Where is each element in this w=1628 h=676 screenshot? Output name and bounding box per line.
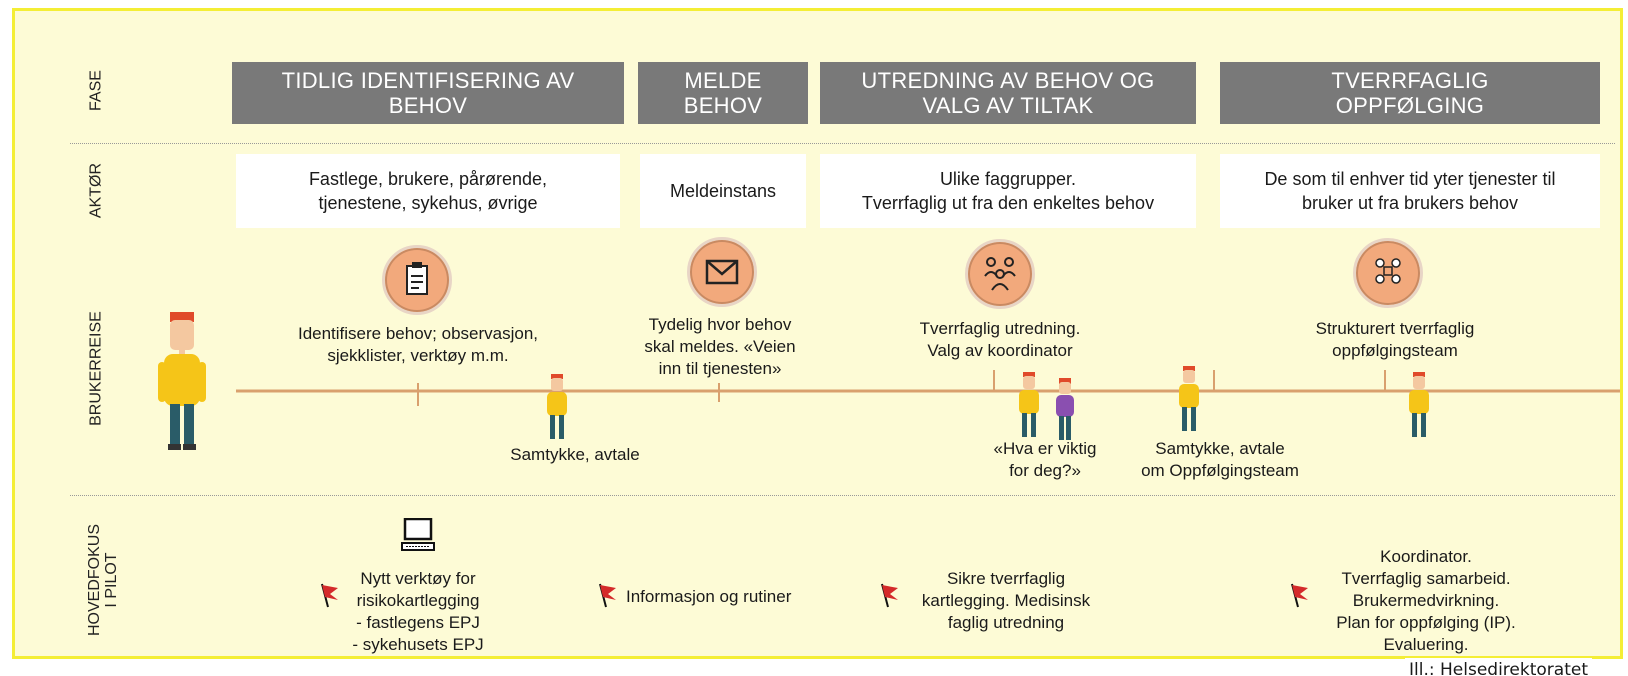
- phase-2-line-1: MELDE: [684, 68, 762, 93]
- phase-4-line-1: TVERRFAGLIG: [1331, 68, 1489, 93]
- journey-below-3-text: Samtykke, avtale om Oppfølgingsteam: [1120, 438, 1320, 482]
- focus-1-line-2: risikokartlegging: [356, 591, 480, 610]
- envelope-icon: [687, 237, 757, 307]
- divider-fase: [70, 143, 1615, 144]
- journey-step-4-line-2: oppfølgingsteam: [1332, 341, 1458, 360]
- journey-step-1-line-1: Identifisere behov; observasjon,: [297, 324, 539, 343]
- journey-step-3-line-2: Valg av koordinator: [927, 341, 1073, 360]
- journey-step-1-line-2: sjekklister, verktøy m.m.: [327, 346, 509, 365]
- actor-3-line-2: Tverrfaglig ut fra den enkeltes behov: [861, 193, 1155, 213]
- flag-icon-4: [1291, 583, 1308, 608]
- small-person-icon-1: [547, 374, 567, 439]
- journey-step-4-line-1: Strukturert tverrfaglig: [1315, 319, 1475, 338]
- actor-4-line-1: De som til enhver tid yter tjenester til: [1264, 169, 1556, 189]
- journey-step-3-line-1: Tverrfaglig utredning.: [919, 319, 1081, 338]
- phase-1-line-1: TIDLIG IDENTIFISERING AV: [281, 68, 575, 93]
- phase-2-line-2: BEHOV: [683, 93, 763, 118]
- phase-3-line-1: UTREDNING AV BEHOV OG: [861, 68, 1155, 93]
- actor-box-4: De som til enhver tid yter tjenester til…: [1220, 154, 1600, 228]
- focus-2-text: Informasjon og rutiner: [626, 587, 792, 606]
- focus-1-text: Nytt verktøy for risikokartlegging - fas…: [338, 568, 498, 656]
- focus-1-line-3: - fastlegens EPJ: [356, 613, 480, 632]
- divider-focus: [70, 495, 1615, 496]
- actor-box-1: Fastlege, brukere, pårørende, tjenestene,…: [236, 154, 620, 228]
- team-icon: [1353, 238, 1423, 308]
- small-person-icon-5: [1409, 372, 1429, 437]
- journey-below-3-line-2: om Oppfølgingsteam: [1141, 461, 1299, 480]
- focus-1-line-1: Nytt verktøy for: [360, 569, 476, 588]
- focus-4-line-4: Plan for oppfølging (IP).: [1336, 613, 1516, 632]
- actor-2-line-1: Meldeinstans: [669, 181, 777, 201]
- journey-below-2-line-2: for deg?»: [1009, 461, 1081, 480]
- flag-icon-2: [599, 583, 616, 608]
- focus-1-line-4: - sykehusets EPJ: [352, 635, 484, 654]
- focus-4-text: Koordinator. Tverrfaglig samarbeid. Bruk…: [1316, 546, 1536, 656]
- actor-1-line-1: Fastlege, brukere, pårørende,: [308, 169, 548, 189]
- small-person-icon-2: [1019, 372, 1039, 437]
- flag-icon-3: [881, 583, 898, 608]
- phase-1-line-2: BEHOV: [388, 93, 468, 118]
- image-credit: Ill.: Helsedirektoratet: [1405, 658, 1592, 676]
- focus-4-line-2: Tverrfaglig samarbeid.: [1341, 569, 1511, 588]
- journey-step-2-line-1: Tydelig hvor behov: [648, 315, 792, 334]
- actor-4-line-2: bruker ut fra brukers behov: [1301, 193, 1519, 213]
- computer-icon: [401, 518, 435, 551]
- journey-below-1-text: Samtykke, avtale: [510, 445, 640, 464]
- small-person-icon-4: [1179, 366, 1199, 431]
- phase-3-line-2: VALG AV TILTAK: [922, 93, 1094, 118]
- actor-box-2: Meldeinstans: [640, 154, 806, 228]
- clipboard-icon: [382, 245, 452, 315]
- journey-below-3-line-1: Samtykke, avtale: [1155, 439, 1285, 458]
- actor-box-3: Ulike faggrupper. Tverrfaglig ut fra den …: [820, 154, 1196, 228]
- journey-step-2-line-2: skal meldes. «Veien: [644, 337, 796, 356]
- phase-4-line-2: OPPFØLGING: [1335, 93, 1485, 118]
- focus-4-line-5: Evaluering.: [1383, 635, 1469, 654]
- actor-1-line-2: tjenestene, sykehus, øvrige: [318, 193, 538, 213]
- small-person-icon-3: [1056, 378, 1074, 440]
- actor-3-line-1: Ulike faggrupper.: [939, 169, 1077, 189]
- journey-step-4-text: Strukturert tverrfaglig oppfølgingsteam: [1275, 318, 1515, 362]
- focus-3-line-2: kartlegging. Medisinsk: [921, 591, 1091, 610]
- flag-icon-1: [321, 583, 338, 608]
- journey-step-1-text: Identifisere behov; observasjon, sjekkli…: [268, 323, 568, 367]
- journey-step-2-text: Tydelig hvor behov skal meldes. «Veien i…: [625, 314, 815, 380]
- journey-below-2-line-1: «Hva er viktig: [993, 439, 1097, 458]
- journey-below-2-text: «Hva er viktig for deg?»: [965, 438, 1125, 482]
- focus-4-line-3: Brukermedvirkning.: [1352, 591, 1500, 610]
- focus-4-line-1: Koordinator.: [1380, 547, 1472, 566]
- journey-step-3-text: Tverrfaglig utredning. Valg av koordinat…: [880, 318, 1120, 362]
- focus-3-text: Sikre tverrfaglig kartlegging. Medisinsk…: [906, 568, 1106, 634]
- large-person-icon: [158, 312, 206, 450]
- focus-3-line-1: Sikre tverrfaglig: [946, 569, 1066, 588]
- people-group-icon: [965, 239, 1035, 309]
- journey-step-2-line-3: inn til tjenesten»: [658, 359, 782, 378]
- focus-3-line-3: faglig utredning: [947, 613, 1065, 632]
